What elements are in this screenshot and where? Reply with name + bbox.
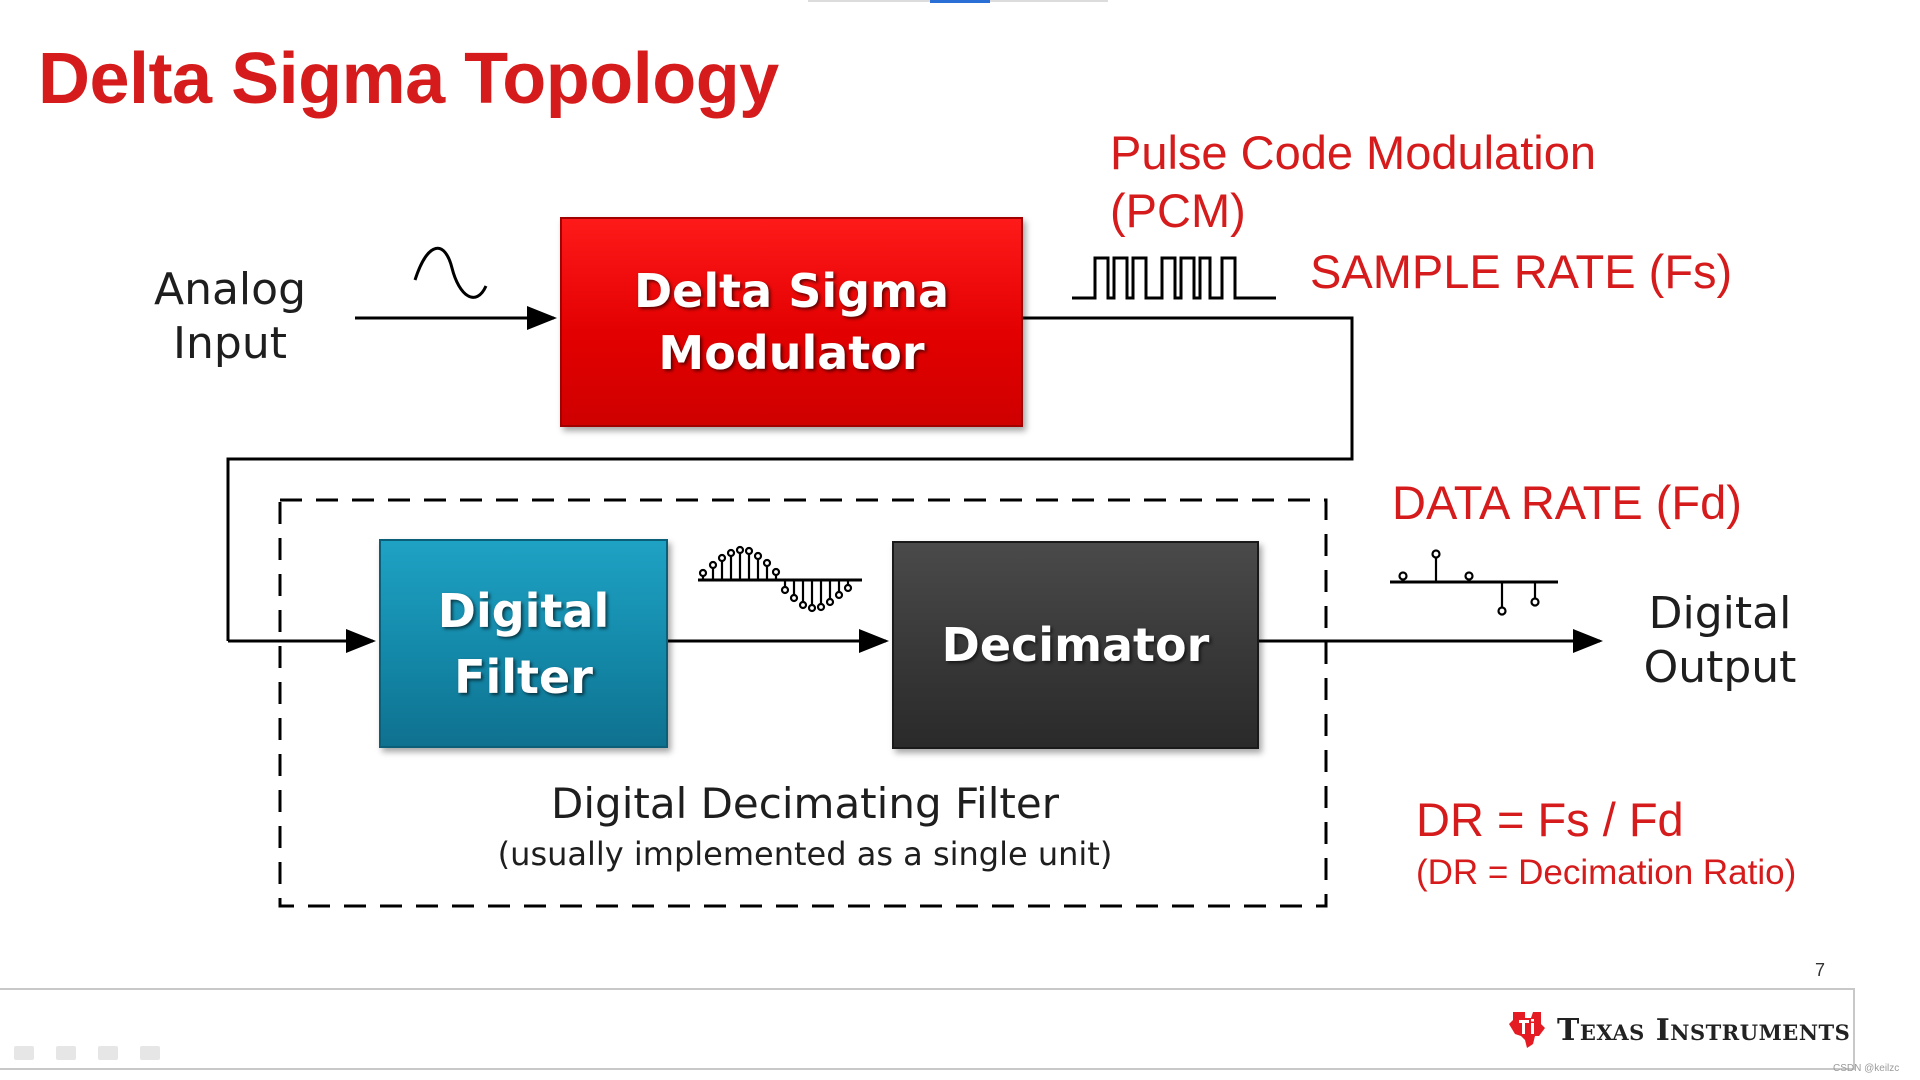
pcm-label-line2: (PCM) (1110, 184, 1246, 237)
analog-input-label-line1: Analog (153, 264, 307, 315)
sine-wave-icon (413, 247, 488, 299)
decimation-ratio-block: DR = Fs / Fd (DR = Decimation Ratio) (1416, 790, 1796, 896)
ti-logo-icon (1509, 1012, 1545, 1048)
decimating-filter-group-border (278, 498, 1328, 908)
page-number: 7 (1815, 960, 1826, 980)
filter-label-line1: Digital (437, 583, 610, 638)
sample-rate-label: SAMPLE RATE (Fs) (1310, 245, 1733, 298)
slide-title: Delta Sigma Topology (38, 39, 779, 119)
decimating-filter-caption-line2: (usually implemented as a single unit) (497, 835, 1113, 873)
decimator-block: Decimator (892, 541, 1259, 749)
toolbar-pen-icon[interactable] (56, 1046, 76, 1060)
toolbar-menu-icon[interactable] (98, 1046, 118, 1060)
pcm-label-line1: Pulse Code Modulation (1110, 126, 1596, 179)
modulator-label-line2: Modulator (658, 326, 925, 380)
pcm-pulse-train-icon (1072, 256, 1276, 300)
analog-input-label: Analog Input (140, 263, 320, 371)
filter-label-line2: Filter (454, 649, 593, 704)
digital-output-label: Digital Output (1630, 587, 1810, 695)
ti-logo: Texas Instruments (1505, 1008, 1850, 1052)
dr-definition: (DR = Decimation Ratio) (1416, 853, 1797, 892)
top-strip-indicator (930, 0, 990, 3)
decimator-label: Decimator (941, 618, 1210, 672)
delta-sigma-modulator-block: Delta Sigma Modulator (560, 217, 1023, 427)
toolbar-next-icon[interactable] (140, 1046, 160, 1060)
ti-brand-name: Texas Instruments (1557, 1012, 1851, 1048)
analog-input-label-line2: Input (173, 318, 287, 369)
pcm-signal-path (226, 316, 1354, 641)
filtered-samples-icon (698, 545, 862, 613)
pcm-label: Pulse Code Modulation (PCM) (1110, 124, 1596, 240)
decimating-filter-caption-line1: Digital Decimating Filter (551, 779, 1059, 828)
watermark: CSDN @keilzc (1833, 1063, 1900, 1074)
slide-footer (0, 988, 1855, 1070)
presentation-toolbar (14, 1046, 160, 1060)
digital-filter-block: Digital Filter (379, 539, 668, 748)
decimating-filter-caption: Digital Decimating Filter (usually imple… (380, 777, 1230, 877)
decimated-samples-icon (1390, 549, 1558, 616)
modulator-label-line1: Delta Sigma (634, 264, 949, 318)
toolbar-prev-icon[interactable] (14, 1046, 34, 1060)
digital-output-label-line2: Output (1643, 642, 1797, 693)
dr-formula: DR = Fs / Fd (1416, 793, 1684, 846)
data-rate-label: DATA RATE (Fd) (1392, 476, 1742, 529)
digital-output-label-line1: Digital (1648, 588, 1792, 639)
